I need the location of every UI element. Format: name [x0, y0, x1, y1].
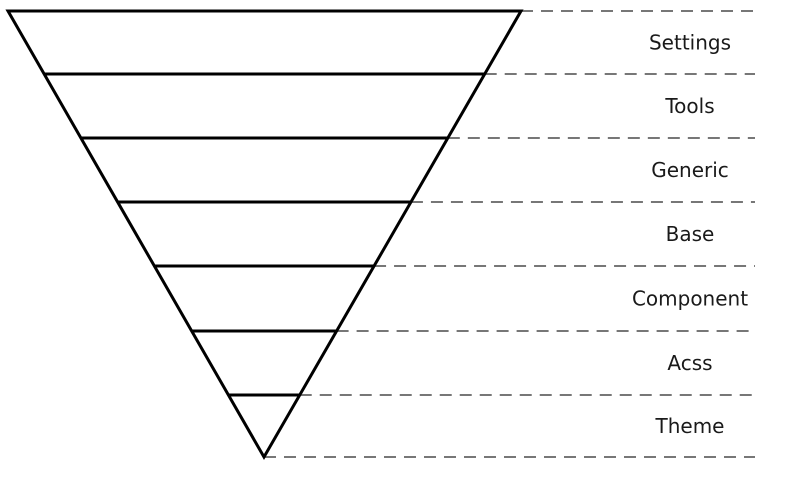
layer-label-component: Component — [632, 287, 748, 311]
guide-lines — [264, 10, 755, 458]
layer-labels: SettingsToolsGenericBaseComponentAcssThe… — [632, 31, 748, 439]
layer-label-theme: Theme — [655, 414, 725, 438]
layer-label-base: Base — [666, 222, 715, 246]
layer-dividers — [44, 72, 485, 397]
triangle-outline — [5, 9, 524, 461]
layer-label-generic: Generic — [651, 158, 729, 182]
layer-label-settings: Settings — [649, 31, 731, 55]
inverted-triangle — [5, 9, 524, 461]
layer-label-tools: Tools — [664, 94, 714, 118]
layer-label-acss: Acss — [667, 351, 712, 375]
